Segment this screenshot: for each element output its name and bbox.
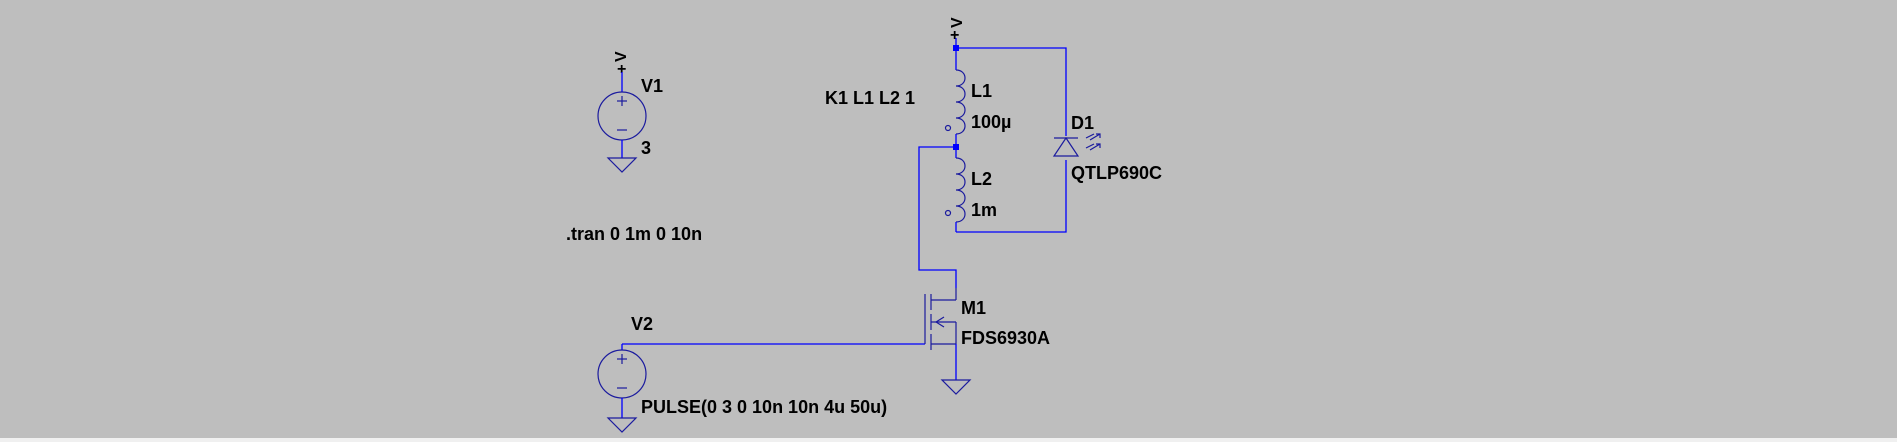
nmos-icon[interactable]: [924, 288, 957, 350]
ground-icon: [940, 379, 972, 395]
inductor-icon[interactable]: [944, 157, 966, 223]
top-supply-sign: +: [950, 27, 959, 44]
tran-directive[interactable]: .tran 0 1m 0 10n: [566, 224, 702, 244]
voltage-source-icon[interactable]: [597, 91, 647, 141]
inductor-icon[interactable]: [944, 69, 966, 135]
top-bus-wire[interactable]: [956, 47, 1067, 136]
d1-value[interactable]: QTLP690C: [1071, 163, 1162, 183]
l1-value[interactable]: 100µ: [971, 112, 1011, 132]
d1-name[interactable]: D1: [1071, 113, 1094, 133]
l2-name[interactable]: L2: [971, 169, 992, 189]
l1-name[interactable]: L1: [971, 81, 992, 101]
supply-arrow-icon[interactable]: V +: [949, 17, 966, 44]
v2-value[interactable]: PULSE(0 3 0 10n 10n 4u 50u): [641, 397, 887, 417]
v2-name[interactable]: V2: [631, 314, 653, 334]
drain-wire[interactable]: [918, 146, 957, 288]
status-strip: [0, 438, 1897, 442]
v1-name[interactable]: V1: [641, 76, 663, 96]
m1-value[interactable]: FDS6930A: [961, 328, 1050, 348]
l2-d1-wire[interactable]: [956, 160, 1067, 233]
v1-supply-flag-label: V: [613, 51, 630, 62]
coupling-directive[interactable]: K1 L1 L2 1: [825, 88, 915, 108]
voltage-source-icon[interactable]: [597, 349, 647, 399]
ground-icon: [606, 157, 638, 173]
led-icon[interactable]: [1052, 133, 1101, 157]
v1-supply-flag-sign: +: [617, 61, 626, 78]
ground-icon: [606, 417, 638, 433]
l2-value[interactable]: 1m: [971, 200, 997, 220]
v1-value[interactable]: 3: [641, 138, 651, 158]
v1-supply-flag[interactable]: V +: [613, 51, 630, 78]
top-supply-label: V: [949, 17, 966, 28]
m1-name[interactable]: M1: [961, 298, 986, 318]
